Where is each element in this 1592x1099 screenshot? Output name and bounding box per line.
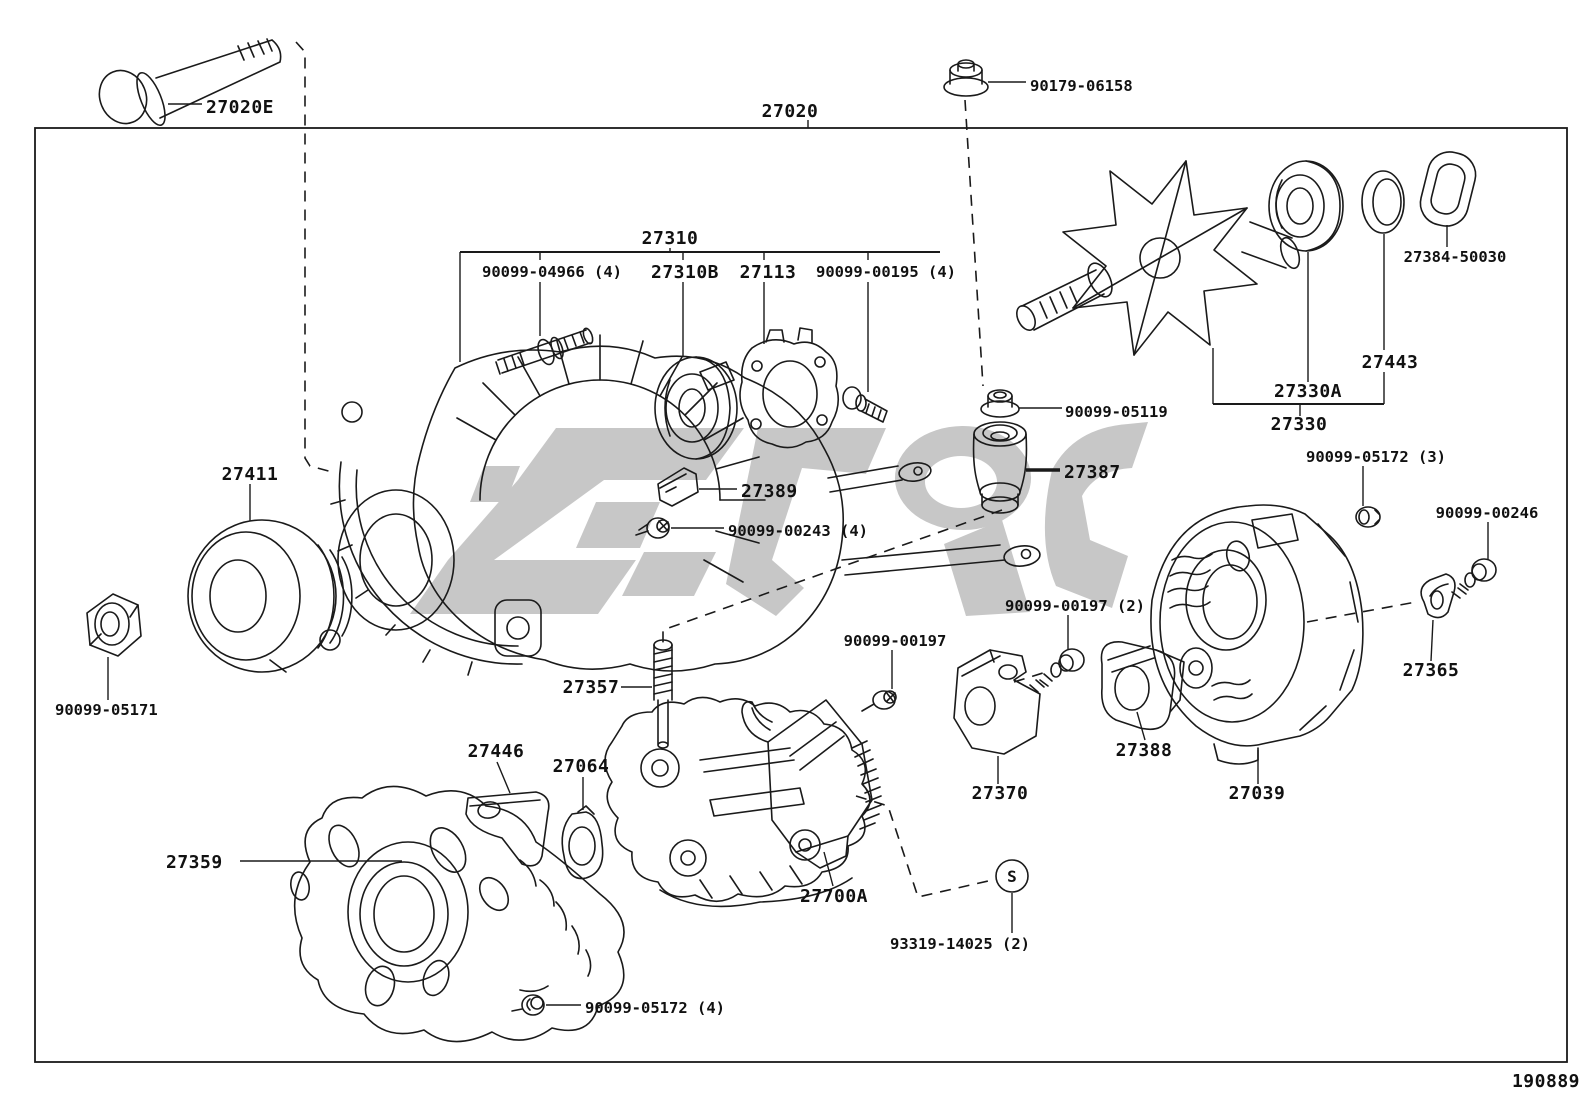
part-label-90099-05119: 90099-05119 [1065, 403, 1168, 421]
part-label-93319-14025: 93319-14025 (2) [890, 935, 1030, 953]
nut-90179-06158-drawing [943, 59, 989, 97]
screw-90099-00243-drawing [635, 517, 670, 539]
seal-27384-50030-drawing [1419, 151, 1477, 227]
nut-90099-05172-3-drawing [1355, 506, 1381, 528]
clamp-27365-drawing [1420, 573, 1456, 619]
part-label-90099-00243: 90099-00243 (4) [728, 522, 868, 540]
rotor-27330-drawing [1016, 160, 1301, 356]
terminal-wedge-27389-drawing [657, 467, 699, 507]
part-label-27370: 27370 [972, 783, 1029, 804]
nut-90099-05171-drawing [86, 593, 142, 657]
brush-spring-27357-drawing [653, 639, 673, 749]
rear-end-frame-27039-drawing [1150, 504, 1364, 765]
part-label-27365: 27365 [1403, 660, 1460, 681]
assembly-dashed-lines [295, 41, 1417, 898]
part-label-90099-05171: 90099-05171 [55, 701, 158, 719]
part-label-27357: 27357 [563, 677, 620, 698]
bracket-27446-drawing [465, 791, 550, 867]
part-label-90099-00197: 90099-00197 [844, 632, 947, 650]
bolt-90099-00195-drawing [842, 386, 888, 423]
part-label-27310: 27310 [642, 228, 699, 249]
part-label-90099-00197-2: 90099-00197 (2) [1005, 597, 1145, 615]
part-label-27310B: 27310B [651, 262, 719, 283]
nut-90099-05119-drawing [980, 389, 1020, 418]
retainer-plate-27113-drawing [739, 327, 840, 449]
watermark-logo [410, 422, 1148, 616]
part-label-27443: 27443 [1362, 352, 1419, 373]
part-label-27411: 27411 [222, 464, 279, 485]
screw-90099-00197-drawing [861, 690, 897, 712]
snap-ring-27443-drawing [1361, 170, 1405, 234]
part-label-27446: 27446 [468, 741, 525, 762]
part-label-27388: 27388 [1116, 740, 1173, 761]
part-drawings [86, 38, 1497, 1043]
washer-plate-27064-drawing [561, 805, 604, 880]
rear-cover-27359-drawing [290, 785, 625, 1043]
s-grease-symbol [995, 859, 1029, 893]
part-label-27039: 27039 [1229, 783, 1286, 804]
rectifier-regulator-27700a-drawing [741, 699, 882, 869]
part-label-190889: 190889 [1512, 1071, 1580, 1092]
bolt-27020e-drawing [98, 38, 282, 127]
end-cover-27388-drawing [1100, 641, 1185, 731]
s-symbol-letter: S [1007, 867, 1017, 886]
leader-lines [107, 81, 1489, 1006]
pulley-27411-drawing [187, 519, 353, 673]
diagram-border [34, 127, 1568, 1063]
bearing-27330a-drawing [1268, 160, 1344, 252]
insulator-bushing-27387-drawing [972, 421, 1028, 514]
part-label-90099-04966: 90099-04966 (4) [482, 263, 622, 281]
stud-bolt-90099-04966-drawing [495, 327, 594, 375]
part-labels: 27020E 27020 90179-06158 27310 90099-04966 (… [55, 77, 1580, 1092]
part-label-27064: 27064 [553, 756, 610, 777]
bolt-90099-00246-drawing [1451, 558, 1497, 599]
part-label-27020: 27020 [762, 101, 819, 122]
part-label-27384-50030: 27384-50030 [1404, 248, 1507, 266]
bolt-90099-00197-2-drawing [1029, 648, 1085, 693]
part-label-27700A: 27700A [800, 886, 868, 907]
terminal-insulator-27370-drawing [953, 649, 1041, 755]
part-label-27113: 27113 [740, 262, 797, 283]
part-label-27359: 27359 [166, 852, 223, 873]
part-label-27020E: 27020E [206, 97, 274, 118]
part-label-90099-05172-4: 90099-05172 (4) [585, 999, 725, 1017]
part-label-90099-00195: 90099-00195 (4) [816, 263, 956, 281]
bearing-27310b-drawing [654, 356, 738, 460]
part-label-90099-05172-3: 90099-05172 (3) [1306, 448, 1446, 466]
part-label-90179-06158: 90179-06158 [1030, 77, 1133, 95]
part-label-90099-00246: 90099-00246 [1436, 504, 1539, 522]
screw-90099-05172-4-drawing [511, 994, 545, 1016]
part-label-27330A: 27330A [1274, 381, 1342, 402]
part-label-27389: 27389 [741, 481, 798, 502]
front-bracket-stator-27310-drawing [319, 334, 1041, 676]
part-label-27387: 27387 [1064, 462, 1121, 483]
part-label-27330: 27330 [1271, 414, 1328, 435]
